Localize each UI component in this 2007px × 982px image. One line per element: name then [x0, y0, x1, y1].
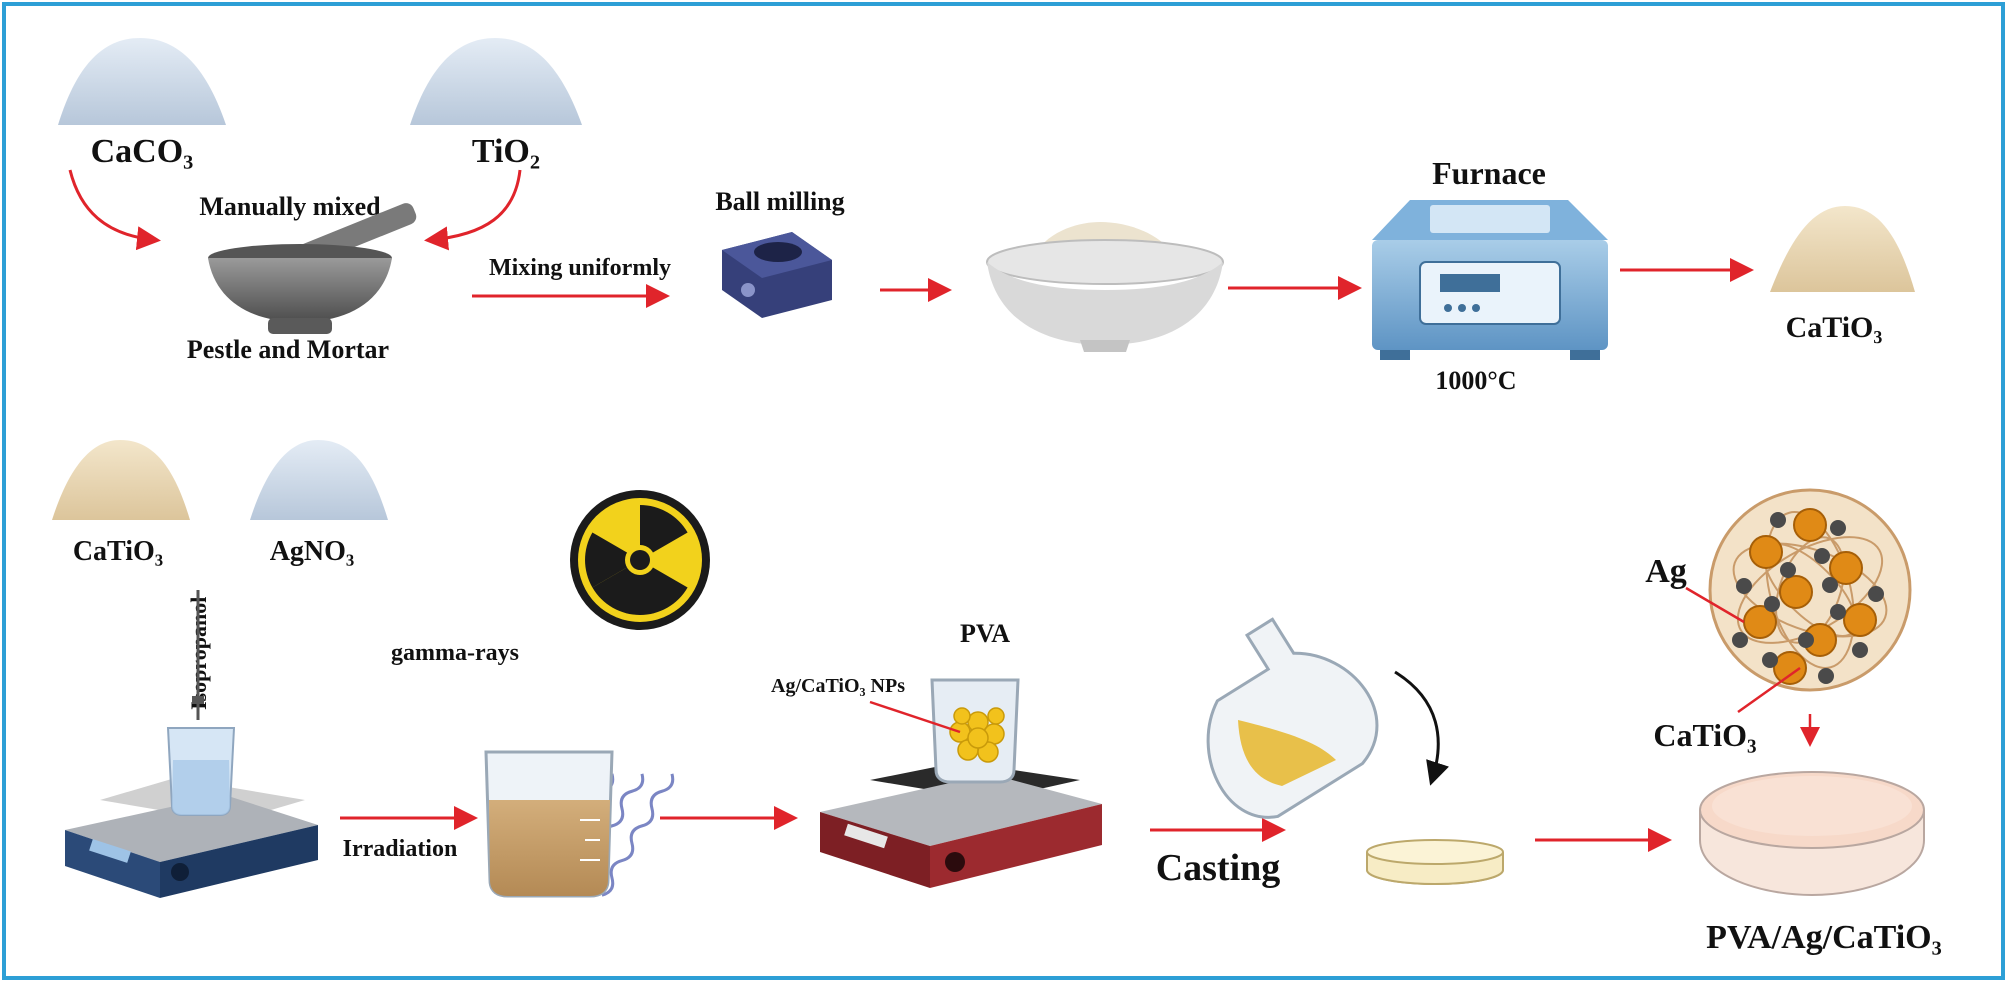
- catio3-label: CaTiO₃: [73, 536, 163, 567]
- furnace-icon: [1372, 200, 1608, 360]
- ag-pointer: [1685, 586, 1745, 624]
- mortar-pestle-icon: [208, 203, 417, 334]
- beaker-icon: [930, 678, 1020, 784]
- petri-dish-icon: [1366, 839, 1504, 885]
- powder-pile-icon: [52, 440, 190, 520]
- mixing-uniformly-label: Mixing uniformly: [489, 255, 671, 281]
- caco3-label: CaCO₃: [91, 133, 194, 170]
- hotplate-icon: [65, 778, 318, 898]
- catio3-product-label: CaTiO₃: [1786, 311, 1883, 344]
- temperature-label: 1000°C: [1435, 366, 1516, 395]
- catio3-pointer: [1737, 666, 1801, 714]
- powder-pile-icon: [1770, 206, 1915, 292]
- pestle-mortar-label: Pestle and Mortar: [187, 335, 389, 364]
- beaker-icon: [484, 750, 614, 898]
- ball-mill-icon: [722, 232, 832, 318]
- casting-label: Casting: [1156, 847, 1281, 889]
- burette-stopcock: [192, 696, 204, 704]
- gamma-rays-label: gamma-rays: [391, 640, 519, 666]
- nps-pointer: [869, 700, 961, 734]
- arrow-icon: [68, 169, 161, 251]
- bowl-icon: [986, 222, 1224, 352]
- furnace-label: Furnace: [1432, 155, 1546, 191]
- agno3-label: AgNO₃: [270, 536, 355, 567]
- ag-label: Ag: [1645, 553, 1687, 590]
- ball-milling-label: Ball milling: [715, 187, 844, 216]
- hotplate-icon: [820, 762, 1102, 888]
- manually-mixed-label: Manually mixed: [199, 192, 381, 221]
- final-product-label: PVA/Ag/CaTiO₃: [1706, 919, 1942, 956]
- irradiation-label: Irradiation: [343, 836, 458, 862]
- pour-arrow: [1394, 670, 1449, 786]
- tio2-label: TiO₂: [472, 133, 540, 170]
- pva-label: PVA: [960, 619, 1010, 648]
- powder-pile-icon: [250, 440, 388, 520]
- nanocomposite-sphere-icon: [1708, 488, 1912, 692]
- beaker-icon: [166, 727, 236, 816]
- petri-dish-icon: [1699, 771, 1925, 897]
- catio3-label: CaTiO₃: [1653, 717, 1756, 753]
- powder-pile-icon: [410, 38, 582, 125]
- nps-label: Ag/CaTiO₃ NPs: [771, 675, 905, 697]
- powder-pile-icon: [58, 38, 226, 125]
- arrow-icon: [424, 169, 522, 251]
- radiation-hazard-icon: [570, 490, 710, 630]
- flask-icon: [1206, 617, 1379, 819]
